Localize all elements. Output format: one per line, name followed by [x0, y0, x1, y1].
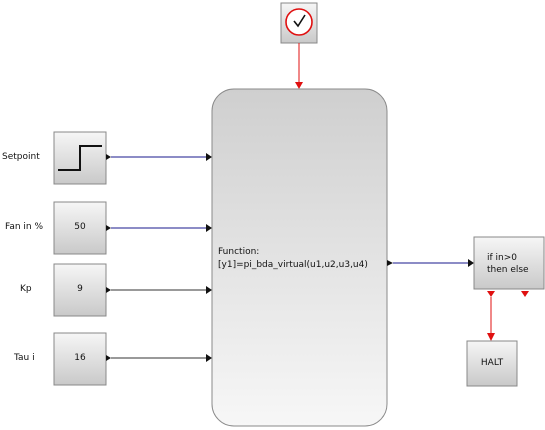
function-title: Function: — [218, 247, 260, 257]
function-expression: [y1]=pi_bda_virtual(u1,u2,u3,u4) — [218, 260, 368, 270]
link-kp — [106, 286, 212, 294]
function-block[interactable] — [211, 88, 388, 427]
halt-block[interactable] — [466, 340, 518, 387]
fan-label: Fan in % — [5, 222, 44, 232]
link-setpoint — [106, 153, 212, 161]
link-fan — [106, 224, 212, 232]
ifthen-line2: then else — [487, 265, 529, 275]
link-output — [387, 259, 474, 267]
kp-value: 9 — [77, 284, 83, 294]
ifthen-line1: if in>0 — [487, 253, 518, 263]
clock-block[interactable] — [280, 2, 318, 44]
step-icon — [58, 145, 102, 171]
halt-label: HALT — [480, 358, 504, 368]
taui-label: Tau i — [14, 353, 35, 363]
fan-value: 50 — [74, 222, 86, 232]
taui-value: 16 — [74, 353, 86, 363]
link-taui — [106, 354, 212, 362]
taui-constant-block[interactable] — [53, 332, 107, 386]
setpoint-label: Setpoint — [2, 152, 40, 162]
fan-constant-block[interactable] — [53, 201, 107, 255]
clock-icon — [285, 8, 313, 36]
event-link-halt — [487, 297, 495, 341]
kp-label: Kp — [20, 284, 32, 294]
setpoint-step-block[interactable] — [53, 131, 107, 185]
event-link-clock — [295, 43, 303, 89]
ifthenelse-block[interactable] — [473, 236, 545, 297]
